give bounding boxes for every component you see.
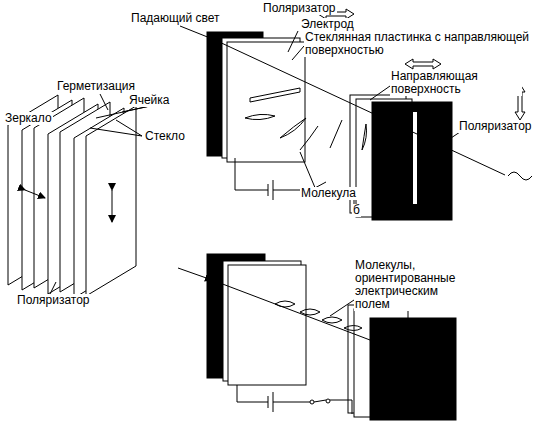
- part-label: Зеркало: [4, 112, 53, 125]
- part-label: Молекула: [300, 187, 357, 200]
- part-label: Стекло: [144, 130, 186, 143]
- part-label: Молекулы, ориентированные электрическим …: [354, 259, 466, 311]
- part-label: Ячейка: [128, 94, 170, 107]
- part-label: Поляризатор: [262, 2, 337, 15]
- part-label: Электрод: [300, 18, 355, 31]
- part-label: Стеклянная пластинка с направляющей пове…: [304, 31, 541, 57]
- part-label: Поляризатор: [458, 120, 533, 133]
- part-label: Поляризатор: [16, 294, 91, 307]
- part-label: б: [352, 204, 361, 217]
- part-label: Герметизация: [56, 80, 136, 93]
- part-label: Направляющая поверхность: [390, 70, 522, 96]
- part-label: Падающий свет: [130, 12, 221, 25]
